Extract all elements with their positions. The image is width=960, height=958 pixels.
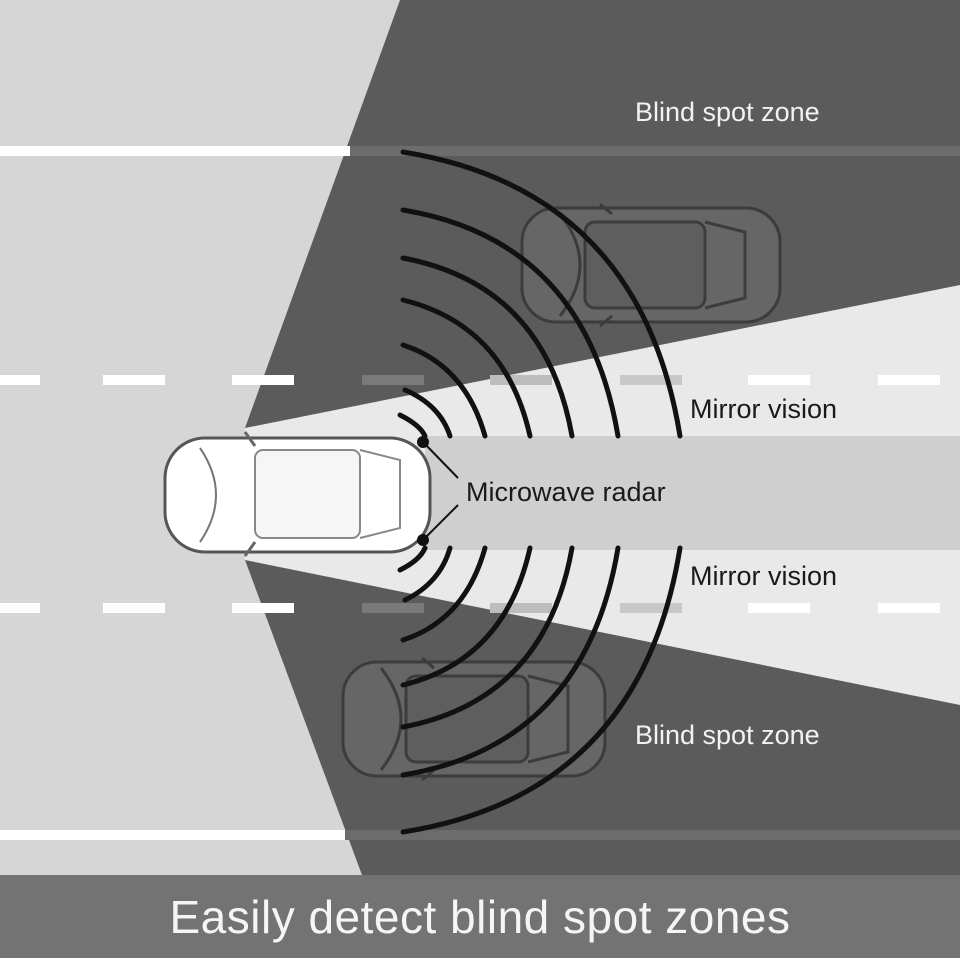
radar-waves-upper	[397, 149, 683, 439]
label-blind-spot-bottom: Blind spot zone	[635, 720, 820, 750]
road-edge-line-top-shaded	[350, 146, 960, 156]
radar-leader-line-lower	[422, 504, 459, 541]
dashed-lane-line-bottom	[0, 603, 940, 613]
radar-band	[425, 436, 960, 550]
road-edge-line-bottom-shaded	[345, 830, 960, 840]
label-microwave-radar: Microwave radar	[466, 477, 666, 507]
label-mirror-vision-top: Mirror vision	[690, 394, 837, 424]
dashed-lane-line-top	[0, 375, 940, 385]
own-vehicle	[163, 431, 432, 557]
blind-spot-diagram: Blind spot zone Mirror vision Microwave …	[0, 0, 960, 875]
caption-bar: Easily detect blind spot zones	[0, 875, 960, 958]
radar-leader-line-upper	[422, 441, 459, 479]
label-mirror-vision-bottom: Mirror vision	[690, 561, 837, 591]
road-edge-line-bottom	[0, 830, 345, 840]
car-lower-blind-spot	[341, 656, 607, 782]
caption-text: Easily detect blind spot zones	[169, 890, 791, 943]
car-upper-blind-spot	[520, 202, 782, 328]
label-blind-spot-top: Blind spot zone	[635, 97, 820, 127]
lane-markings	[0, 146, 960, 840]
road-edge-line-top	[0, 146, 350, 156]
radar-waves-lower	[397, 545, 683, 835]
